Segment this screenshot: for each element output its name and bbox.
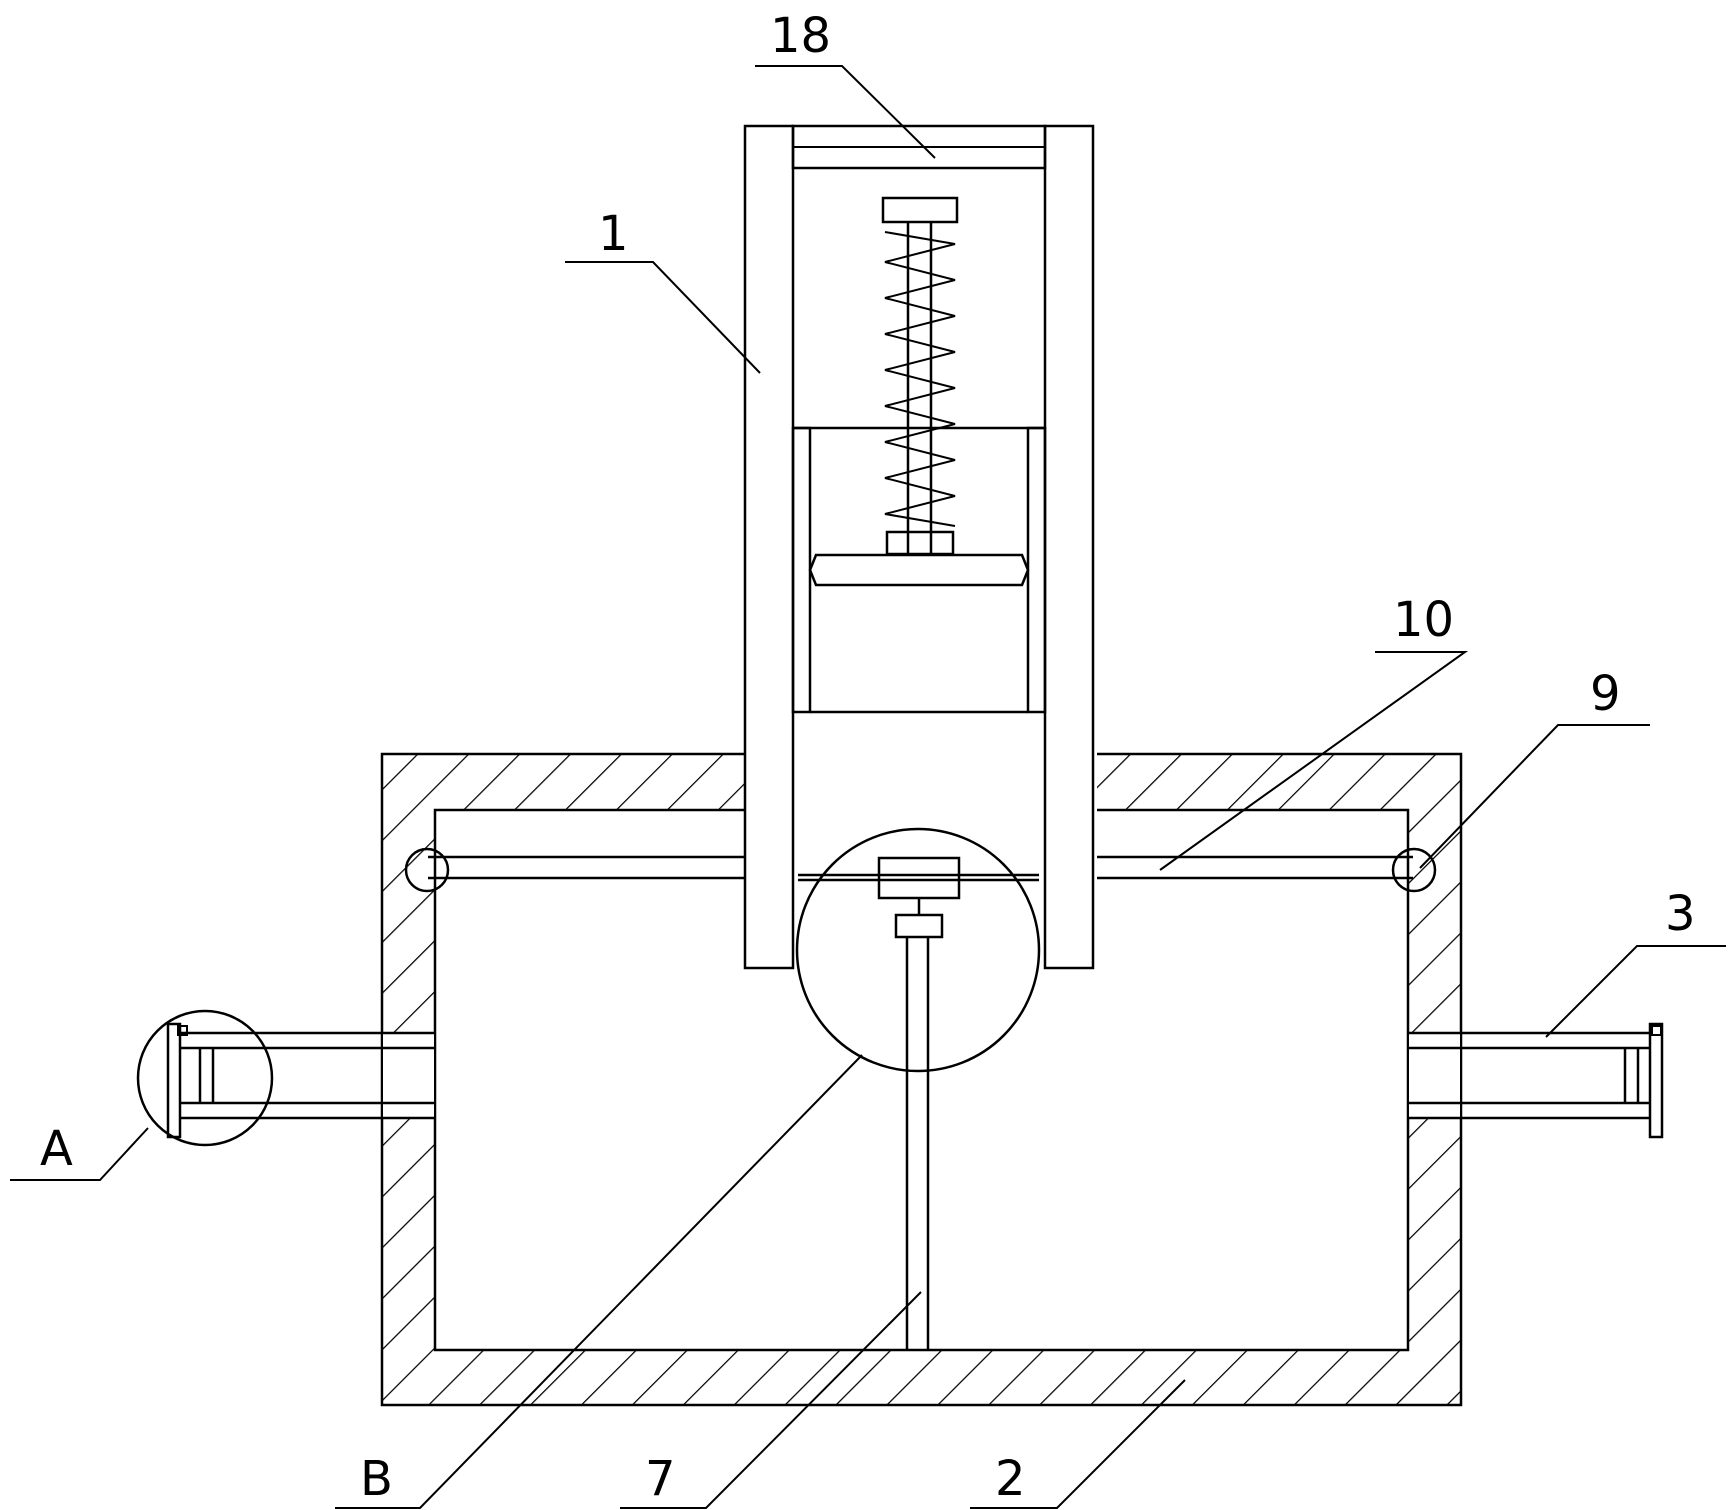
label-3: 3 bbox=[1665, 886, 1696, 942]
leader-lines bbox=[10, 65, 1726, 1509]
box-housing bbox=[380, 752, 1463, 1407]
label-18: 18 bbox=[770, 8, 831, 64]
detail-circle-A bbox=[136, 1009, 274, 1147]
label-A: A bbox=[40, 1121, 73, 1177]
label-9: 9 bbox=[1590, 666, 1621, 722]
label-1: 1 bbox=[598, 206, 629, 262]
spring-assembly bbox=[881, 196, 959, 556]
central-rod bbox=[798, 856, 1039, 1350]
label-2: 2 bbox=[995, 1451, 1026, 1507]
hinge-ball-right bbox=[1391, 847, 1437, 893]
label-10: 10 bbox=[1393, 592, 1454, 648]
hinge-ball-left bbox=[404, 847, 450, 893]
label-B: B bbox=[360, 1451, 393, 1507]
piston-sleeve bbox=[791, 426, 1047, 714]
right-pipe bbox=[1408, 1022, 1664, 1139]
detail-circle-B bbox=[795, 827, 1041, 1073]
horizontal-rods bbox=[404, 847, 1437, 893]
label-7: 7 bbox=[645, 1451, 676, 1507]
left-pipe bbox=[136, 1009, 435, 1147]
